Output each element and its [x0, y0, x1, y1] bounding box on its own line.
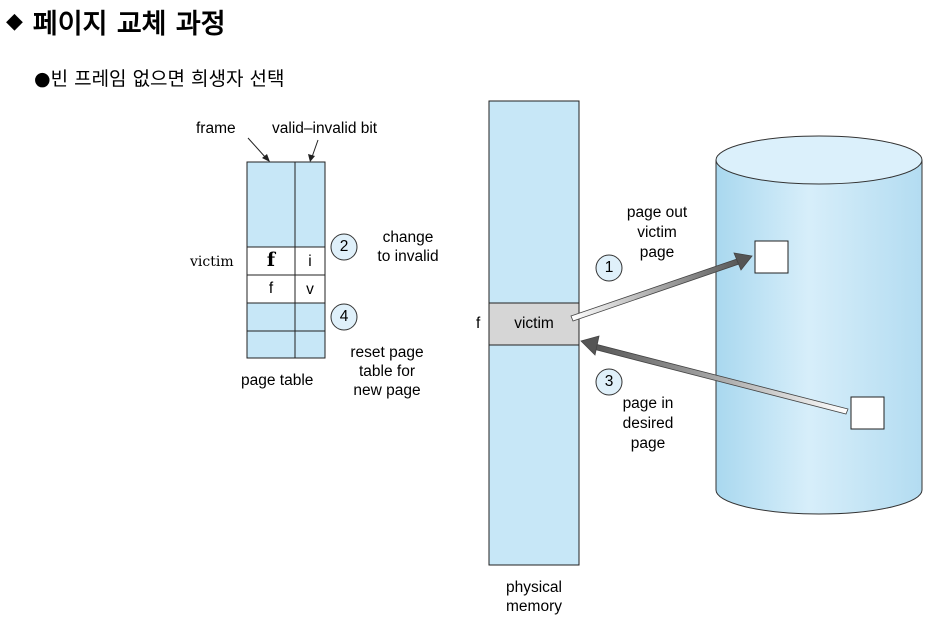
step-1-line-1: page out — [626, 204, 688, 221]
step-3-circle — [595, 368, 623, 396]
step-3-line-1: page in — [622, 395, 674, 412]
victim-frame-cell: f — [266, 249, 276, 271]
disk-page-in-square — [850, 396, 885, 430]
step-2-circle — [330, 233, 358, 261]
step-2-line-2: to invalid — [377, 248, 439, 265]
backing-store-disk — [715, 135, 923, 515]
physical-memory-caption-line-1: physical — [506, 579, 562, 596]
memory-victim-label: victim — [514, 315, 554, 332]
slide-subtitle: ●빈 프레임 없으면 희생자 선택 — [34, 68, 285, 90]
victim-row-label: victim — [190, 254, 234, 270]
step-2-line-1: change — [382, 229, 434, 246]
diamond-bullet-icon: ◆ — [6, 9, 23, 34]
victim-bit-cell: i — [308, 253, 312, 270]
slide-title-text: 페이지 교체 과정 — [32, 9, 226, 40]
page-table-caption: page table — [241, 372, 314, 389]
disk-page-out-square — [754, 240, 789, 274]
step-4-line-2: table for — [358, 363, 415, 380]
physical-memory-caption: physical memory — [489, 578, 579, 616]
step-4-circle — [330, 303, 358, 331]
frame-label: frame — [196, 120, 236, 137]
step-1-line-2: victim — [637, 224, 677, 241]
step-1-circle — [595, 254, 623, 282]
page-in-arrow — [580, 335, 849, 415]
slide-title: ◆ 페이지 교체 과정 — [6, 2, 226, 41]
step-3-description: page in desired page — [606, 394, 690, 454]
valid-invalid-bit-label: valid–invalid bit — [272, 120, 378, 137]
victim-frame-block — [488, 302, 580, 346]
page-out-arrow — [570, 252, 753, 322]
new-bit-cell: v — [306, 281, 314, 298]
page-table — [246, 137, 326, 359]
step-3-line-2: desired — [622, 415, 674, 432]
step-4-number: 4 — [339, 308, 349, 325]
step-1-line-3: page — [639, 244, 675, 261]
step-2-number: 2 — [339, 238, 349, 255]
step-3-number: 3 — [604, 373, 614, 390]
memory-frame-marker: f — [476, 315, 481, 332]
step-4-line-3: new page — [353, 382, 421, 399]
step-4-description: reset page table for new page — [334, 343, 440, 400]
new-frame-cell: f — [268, 280, 274, 297]
physical-memory-caption-line-2: memory — [506, 598, 562, 615]
step-1-number: 1 — [604, 259, 614, 276]
step-3-line-3: page — [630, 435, 666, 452]
step-4-line-1: reset page — [350, 344, 424, 361]
step-1-description: page out victim page — [605, 203, 709, 263]
step-2-description: change to invalid — [360, 228, 456, 266]
